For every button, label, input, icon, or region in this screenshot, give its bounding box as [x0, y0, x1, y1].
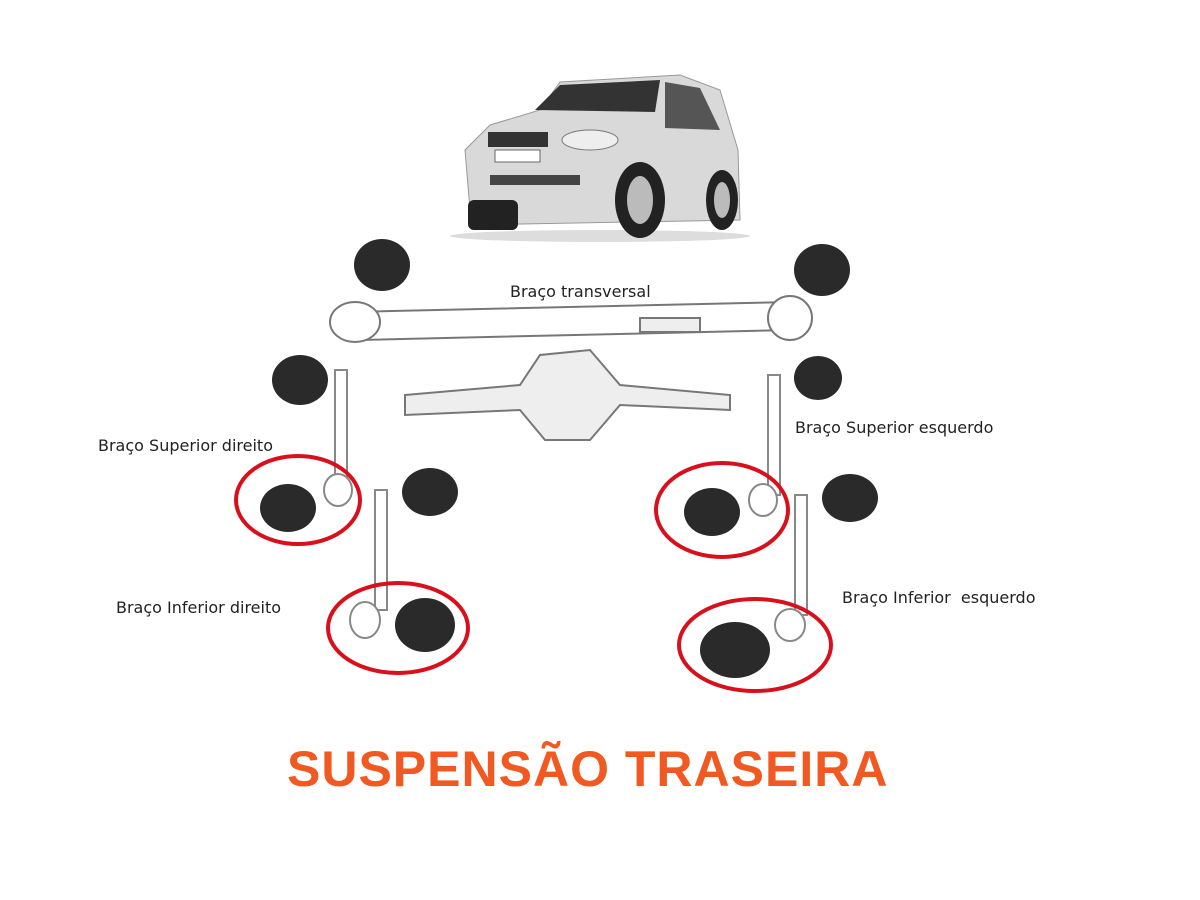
diagram-title: SUSPENSÃO TRASEIRA: [287, 741, 889, 797]
highlight-lower-right: [326, 581, 470, 675]
control-arms: [323, 369, 808, 642]
transverse-arm-drawing: [329, 295, 813, 343]
highlight-upper-right: [234, 454, 362, 546]
label-transverse-arm: Braço transversal: [510, 282, 651, 301]
bushings: [260, 239, 878, 678]
label-lower-left-arm: Braço Inferior esquerdo: [842, 588, 1036, 607]
highlight-lower-left: [677, 597, 833, 693]
highlight-circles: [234, 454, 833, 693]
suv-image: [450, 74, 750, 242]
highlight-upper-left: [654, 461, 790, 559]
axle-drawing: [404, 348, 731, 441]
label-upper-left-arm: Braço Superior esquerdo: [795, 418, 994, 437]
label-lower-right-arm: Braço Inferior direito: [116, 598, 282, 617]
label-upper-right-arm: Braço Superior direito: [98, 436, 273, 455]
